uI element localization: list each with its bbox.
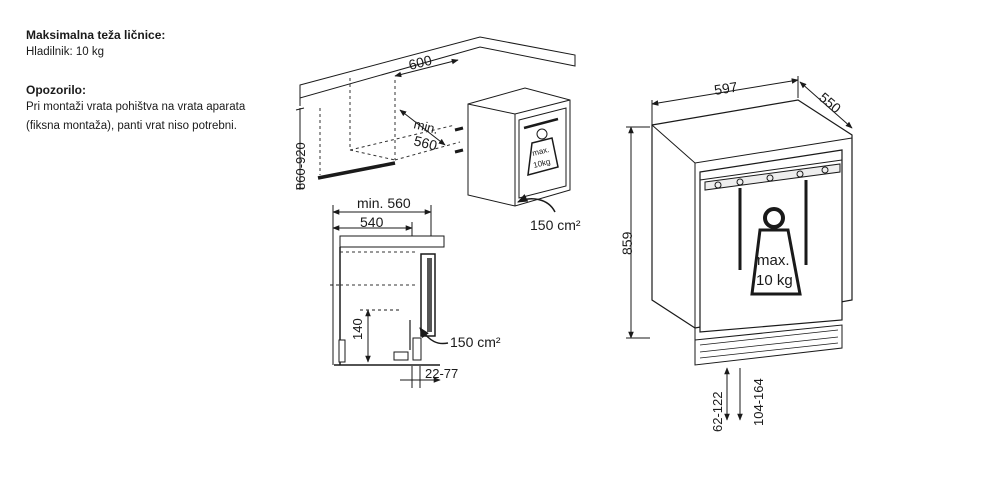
niche-outline: [319, 78, 461, 175]
niche-depth-dimension: [399, 109, 446, 146]
niche-height-dimension: [295, 107, 305, 190]
appliance-box: [467, 87, 571, 207]
plinth-panel: [694, 324, 843, 366]
weight-label-line2: 10kg: [532, 157, 551, 170]
max-weight-title: Maksimalna teža ličnice:: [26, 28, 166, 42]
right-weight-label-line2: 10 kg: [756, 272, 793, 289]
niche-diagram: [295, 36, 576, 213]
side-airflow-arrow: [419, 327, 449, 345]
width-dimension: [651, 78, 799, 106]
niche-width-dimension: [394, 58, 459, 78]
warning-text-line2: (fiksna montaža), panti vrat niso potreb…: [26, 120, 237, 132]
height-label: 859: [619, 231, 635, 255]
plinth-range-label: 22-77: [425, 366, 458, 381]
side-counter-top: [339, 235, 445, 248]
niche-height-label: 860-920: [293, 142, 308, 190]
weight-icon-large: [750, 207, 802, 296]
side-ventilation-label: 150 cm²: [450, 334, 501, 350]
niche-depth-value: 560: [412, 132, 439, 153]
niche-floor: [317, 161, 396, 180]
top-ventilation-label: 150 cm²: [530, 217, 581, 233]
min-depth-label: min. 560: [357, 195, 411, 211]
plinth-low-label: 62-122: [710, 392, 725, 432]
warning-title: Opozorilo:: [26, 83, 86, 97]
airflow-arrow: [517, 194, 556, 213]
max-weight-value: Hladilnik: 10 kg: [26, 46, 104, 58]
depth-dimension-right: [799, 81, 853, 129]
appliance-front-view: [626, 76, 853, 421]
depth-label-right: 550: [816, 89, 844, 116]
warning-text-line1: Pri montaži vrata pohištva na vrata apar…: [26, 101, 246, 113]
plinth-high-label: 104-164: [751, 378, 766, 426]
weight-icon: [527, 128, 559, 177]
counter-top: [299, 36, 576, 99]
depth-label: 540: [360, 214, 384, 230]
side-section-diagram: [330, 205, 449, 388]
instruction-notes: Maksimalna teža ličnice: Hladilnik: 10 k…: [26, 27, 286, 136]
width-label: 597: [713, 78, 739, 97]
right-weight-label-line1: max.: [757, 252, 790, 269]
vent-height-label: 140: [350, 318, 365, 340]
weight-label-line1: max.: [531, 145, 550, 158]
niche-width-label: 600: [407, 52, 434, 73]
niche-depth-min-label: min.: [412, 116, 439, 136]
